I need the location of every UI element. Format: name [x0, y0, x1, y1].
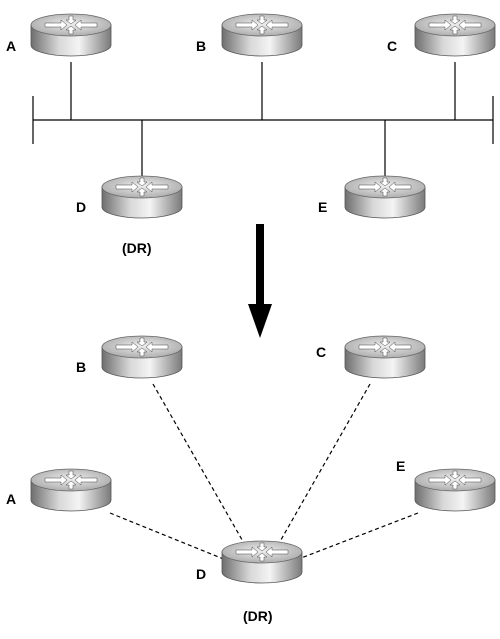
- router-d-label: D: [76, 199, 86, 215]
- router-a-icon: [30, 468, 112, 512]
- router-c-label: C: [316, 344, 326, 360]
- router-b-label: B: [76, 359, 86, 375]
- router-a-label: A: [6, 491, 16, 507]
- adjacency-d-a: [109, 512, 227, 561]
- adjacency-d-c: [277, 383, 371, 546]
- router-c-icon: [414, 13, 496, 57]
- router-e-icon: [344, 175, 426, 219]
- router-e-label: E: [396, 458, 405, 474]
- router-d-icon: [101, 175, 183, 219]
- router-d-dr-icon: [221, 540, 303, 584]
- router-b-icon: [221, 13, 303, 57]
- router-b-label: B: [196, 38, 206, 54]
- router-d-label: D: [196, 566, 206, 582]
- bottom-network: B C A E D (DR): [6, 335, 496, 624]
- router-a-icon: [30, 13, 112, 57]
- dr-label-bottom: (DR): [243, 608, 273, 624]
- router-b-icon: [101, 335, 183, 379]
- down-arrow-icon: [248, 224, 272, 338]
- adjacency-d-e: [295, 512, 419, 561]
- router-e-icon: [414, 468, 496, 512]
- dr-label-top: (DR): [122, 240, 152, 256]
- router-c-icon: [344, 335, 426, 379]
- top-network: A B C D E (DR): [6, 13, 496, 256]
- adjacency-d-b: [152, 383, 246, 546]
- router-e-label: E: [318, 199, 327, 215]
- router-c-label: C: [387, 38, 397, 54]
- router-a-label: A: [6, 38, 16, 54]
